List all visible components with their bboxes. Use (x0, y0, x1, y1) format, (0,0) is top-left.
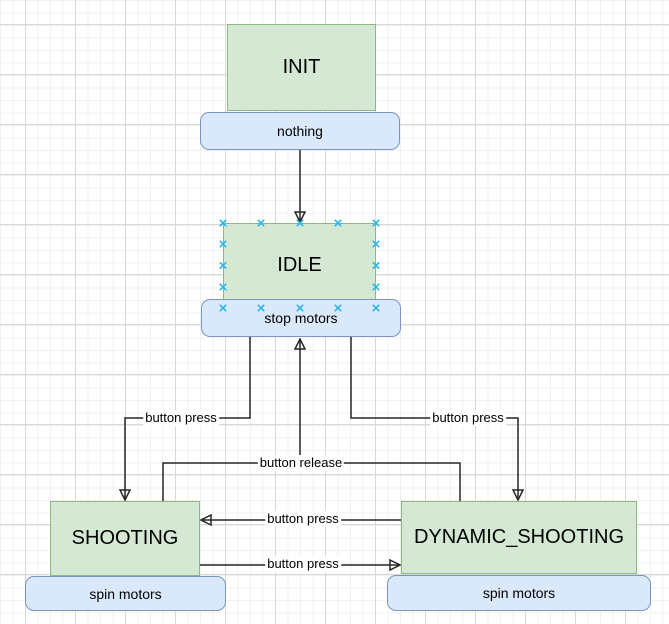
state-dynamic-shooting[interactable]: DYNAMIC_SHOOTING (401, 501, 637, 574)
action-shooting[interactable]: spin motors (25, 576, 226, 611)
edge-label-button-press-shooting-to-dynamic[interactable]: button press (265, 556, 341, 572)
state-init[interactable]: INIT (227, 24, 376, 111)
action-init[interactable]: nothing (200, 112, 400, 150)
edge-label-button-release[interactable]: button release (257, 455, 345, 471)
state-shooting[interactable]: SHOOTING (50, 501, 200, 576)
state-shooting-label: SHOOTING (71, 527, 179, 549)
action-shooting-label: spin motors (89, 585, 162, 602)
edge-label-button-press-dynamic-to-shooting[interactable]: button press (265, 511, 341, 527)
action-idle-label: stop motors (264, 310, 338, 326)
state-idle[interactable]: IDLE (223, 223, 376, 308)
state-init-label: INIT (282, 56, 321, 78)
edge-label-button-press-right[interactable]: button press (430, 410, 506, 426)
action-dynamic-shooting[interactable]: spin motors (387, 575, 651, 611)
action-idle[interactable]: stop motors (201, 299, 401, 337)
state-idle-label: IDLE (277, 254, 322, 276)
action-init-label: nothing (277, 123, 323, 139)
edge-label-button-press-left[interactable]: button press (143, 410, 219, 426)
action-dynamic-shooting-label: spin motors (482, 585, 556, 601)
state-dynamic-shooting-label: DYNAMIC_SHOOTING (413, 526, 625, 548)
